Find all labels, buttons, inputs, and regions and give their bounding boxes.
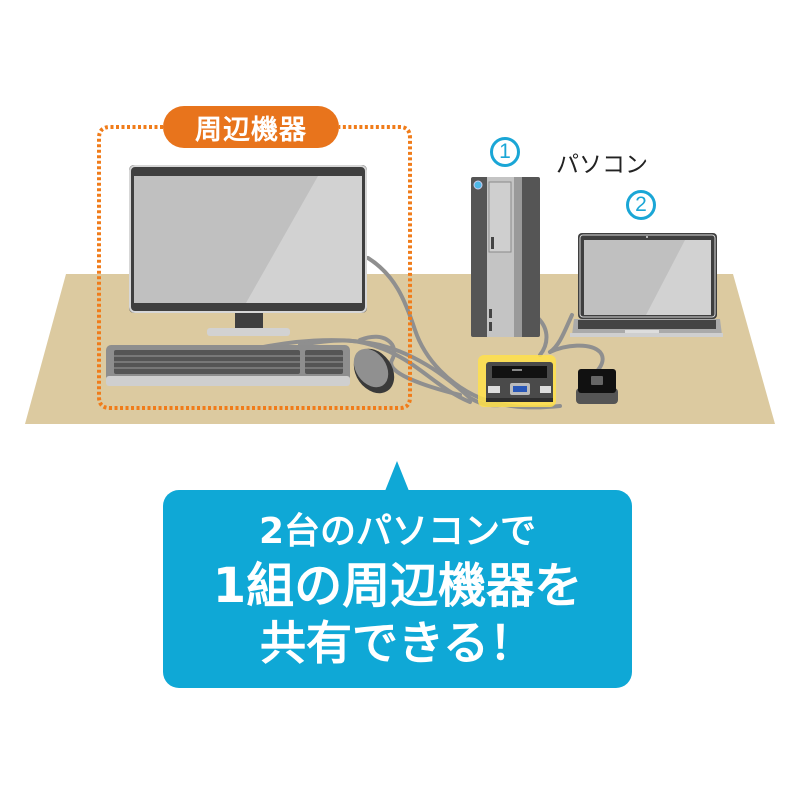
- desktop-tower: [471, 177, 540, 337]
- callout-line-1: 2台のパソコンで: [258, 511, 537, 552]
- peripherals-label: 周辺機器: [163, 106, 339, 148]
- peripherals-dashed-border: [97, 125, 412, 410]
- callout-box: 2台のパソコンで 1組の周辺機器を 共有できる！: [163, 490, 632, 688]
- pc-number-2-badge: 2: [626, 190, 656, 220]
- remote-button: [576, 369, 618, 404]
- pc-number-1-badge: 1: [490, 137, 520, 167]
- monitor: [129, 165, 367, 336]
- laptop: [570, 233, 723, 337]
- callout-line-2: 1組の周辺機器を: [212, 558, 583, 614]
- callout-tail: [385, 461, 409, 491]
- computers-label: パソコン: [556, 152, 648, 178]
- callout-line-3: 共有できる！: [259, 616, 536, 670]
- mouse: [353, 348, 395, 394]
- kvm-switch: [478, 355, 556, 407]
- keyboard: [106, 345, 350, 386]
